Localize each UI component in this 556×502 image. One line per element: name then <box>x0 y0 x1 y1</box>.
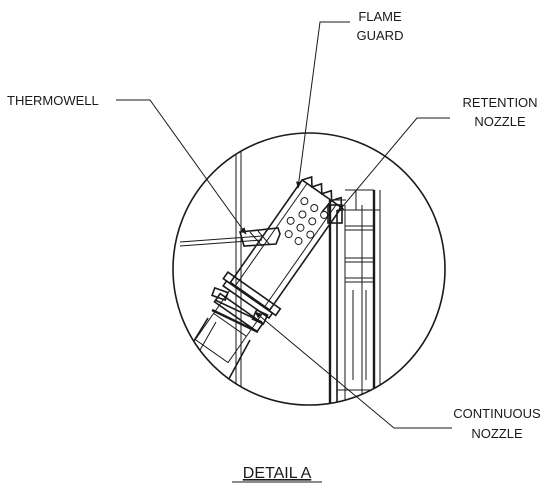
flame-guard-leader <box>296 21 350 189</box>
thermowell-probe <box>179 227 281 247</box>
continuous-nozzle-label-line1: CONTINUOUS <box>453 406 541 421</box>
retention-nozzle-label-line2: NOZZLE <box>474 114 526 129</box>
burner-assembly <box>173 140 381 405</box>
continuous-nozzle-leader <box>254 311 452 429</box>
thermowell-leader <box>116 99 247 235</box>
detail-title: DETAIL A <box>243 465 312 482</box>
detail-circle <box>172 132 446 406</box>
burner-tube <box>194 175 343 364</box>
flame-guard-holes <box>284 197 329 245</box>
flame-guard-label-line2: GUARD <box>357 28 404 43</box>
retention-nozzle-leader <box>337 117 450 213</box>
thermowell-label: THERMOWELL <box>7 93 99 108</box>
flame-guard-label-line1: FLAME <box>358 9 402 24</box>
continuous-nozzle-label-line2: NOZZLE <box>471 426 523 441</box>
retention-nozzle <box>321 199 346 224</box>
leader-lines <box>116 21 452 429</box>
furnace-wall <box>328 189 381 405</box>
retention-nozzle-label-line1: RETENTION <box>462 95 537 110</box>
